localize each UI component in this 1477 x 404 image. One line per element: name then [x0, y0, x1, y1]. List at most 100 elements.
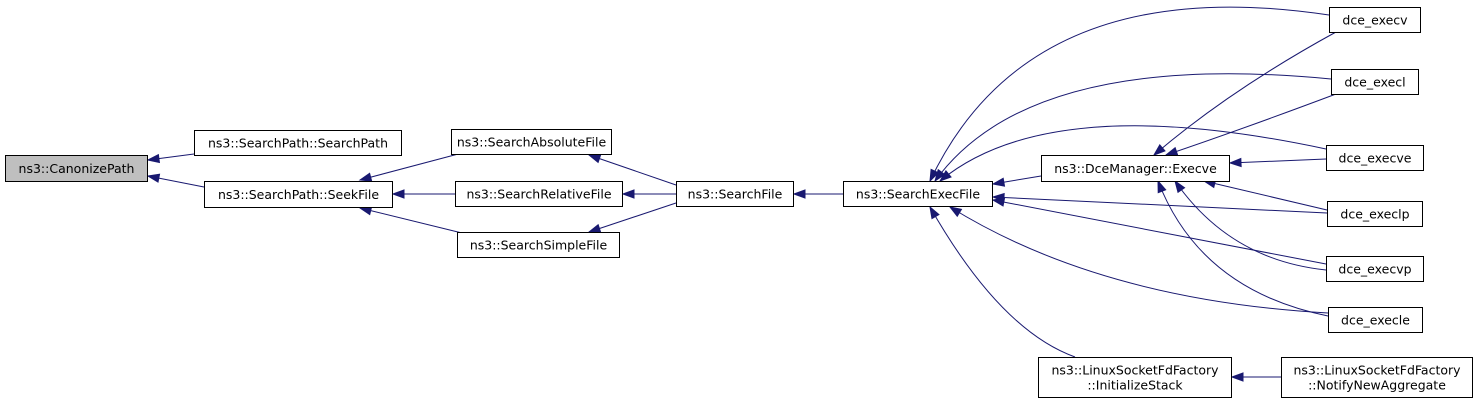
node-label: ns3::SearchPath::SearchPath [208, 136, 388, 151]
node-canonize[interactable]: ns3::CanonizePath [5, 155, 148, 182]
edge-dce_execl-to-execfile [934, 73, 1332, 183]
arrowhead-icon [146, 153, 161, 164]
node-initstack[interactable]: ns3::LinuxSocketFdFactory::InitializeSta… [1038, 357, 1232, 398]
arrowhead-icon [938, 170, 952, 182]
node-box[interactable] [1326, 145, 1424, 171]
arrowhead-icon [948, 206, 963, 218]
edges-layer [146, 6, 1337, 382]
node-label: ns3::DceManager::Execve [1054, 161, 1217, 176]
node-dce_execlp[interactable]: dce_execlp [1327, 201, 1423, 227]
edge-line [992, 199, 1327, 265]
edge-dce_execve-to-execve_mgr [1228, 157, 1327, 168]
node-label: dce_execve [1339, 151, 1412, 166]
arrowhead-icon [991, 177, 1006, 187]
edge-initstack-to-execfile [929, 205, 1076, 358]
node-box[interactable] [1281, 357, 1473, 398]
edge-execve_mgr-to-execfile [991, 175, 1042, 187]
arrowhead-icon [934, 168, 946, 183]
edge-dce_execlp-to-execve_mgr [1202, 179, 1328, 211]
edge-line [992, 196, 1328, 214]
edge-searchfile-to-relfile [621, 189, 676, 199]
node-box[interactable] [457, 232, 620, 258]
node-box[interactable] [451, 129, 612, 155]
edge-line [1229, 158, 1327, 164]
edge-line [929, 206, 1076, 358]
node-box[interactable] [204, 181, 393, 208]
node-dce_execve[interactable]: dce_execve [1326, 145, 1424, 171]
node-label: dce_execv [1342, 13, 1408, 28]
arrowhead-icon [1230, 372, 1244, 382]
arrowhead-icon [1157, 179, 1167, 194]
edge-line [1203, 180, 1328, 211]
edge-searchfile-to-absfile [587, 154, 677, 186]
node-box[interactable] [1328, 307, 1423, 333]
edge-line [1153, 31, 1337, 156]
node-dce_execl[interactable]: dce_execl [1331, 69, 1419, 95]
node-box[interactable] [1038, 357, 1232, 398]
edge-line [359, 207, 463, 234]
node-box[interactable] [194, 130, 402, 156]
arrowhead-icon [391, 189, 405, 199]
edge-relfile-to-seekfile [391, 189, 455, 199]
arrowhead-icon [1228, 157, 1242, 168]
arrowhead-icon [146, 173, 161, 183]
edge-simplefile-to-seekfile [358, 206, 463, 234]
node-dce_execv[interactable]: dce_execv [1329, 7, 1421, 33]
edge-line [588, 154, 677, 186]
node-label: dce_execle [1341, 313, 1410, 328]
edge-dce_execvp-to-execfile [991, 197, 1327, 265]
edge-dce_execv-to-execfile [929, 6, 1330, 183]
edge-dce_execle-to-execve_mgr [1157, 179, 1329, 317]
nodes-layer: ns3::CanonizePath ns3::SearchPath::Search… [5, 7, 1473, 398]
node-box[interactable] [843, 181, 993, 207]
node-box[interactable] [1329, 7, 1421, 33]
node-absfile[interactable]: ns3::SearchAbsoluteFile [451, 129, 612, 155]
edge-line [1165, 93, 1337, 156]
node-label: ns3::LinuxSocketFdFactory [1293, 363, 1461, 378]
node-label: ns3::SearchSimpleFile [470, 238, 608, 253]
node-box[interactable] [676, 181, 794, 207]
node-box[interactable] [455, 181, 623, 207]
edge-dce_execvp-to-execve_mgr [1174, 179, 1327, 271]
edge-dce_execle-to-execfile [948, 206, 1329, 314]
node-execfile[interactable]: ns3::SearchExecFile [843, 181, 993, 207]
node-label: dce_execl [1344, 75, 1405, 90]
node-box[interactable] [1331, 69, 1419, 95]
edge-searchfile-to-simplefile [587, 202, 677, 233]
node-box[interactable] [1041, 155, 1230, 182]
node-label: dce_execlp [1340, 207, 1409, 222]
node-dce_execle[interactable]: dce_execle [1328, 307, 1423, 333]
edge-dce_execv-to-execve_mgr [1152, 31, 1337, 156]
node-label: dce_execvp [1338, 262, 1411, 277]
arrowhead-icon [991, 197, 1006, 207]
arrowhead-icon [587, 154, 602, 164]
node-searchpath_ctor[interactable]: ns3::SearchPath::SearchPath [194, 130, 402, 156]
node-label: ::InitializeStack [1087, 378, 1183, 393]
arrowhead-icon [929, 205, 940, 220]
edge-line [949, 206, 1329, 314]
arrowhead-icon [1152, 143, 1166, 156]
node-box[interactable] [1327, 201, 1423, 227]
node-label: ns3::CanonizePath [19, 161, 135, 176]
node-notify[interactable]: ns3::LinuxSocketFdFactory::NotifyNewAggr… [1281, 357, 1473, 398]
node-dce_execvp[interactable]: dce_execvp [1326, 256, 1424, 282]
node-box[interactable] [1326, 256, 1424, 282]
arrowhead-icon [358, 172, 373, 182]
edge-line [1157, 180, 1329, 317]
node-execve_mgr[interactable]: ns3::DceManager::Execve [1041, 155, 1230, 182]
arrowhead-icon [587, 223, 602, 233]
node-label: ns3::SearchAbsoluteFile [457, 135, 607, 150]
arrowhead-icon [1174, 179, 1186, 194]
edge-execfile-to-searchfile [792, 189, 843, 199]
edge-searchpath_ctor-to-canonize [146, 153, 195, 164]
node-searchfile[interactable]: ns3::SearchFile [676, 181, 794, 207]
node-simplefile[interactable]: ns3::SearchSimpleFile [457, 232, 620, 258]
node-relfile[interactable]: ns3::SearchRelativeFile [455, 181, 623, 207]
node-box[interactable] [5, 155, 148, 182]
node-label: ns3::SearchRelativeFile [466, 187, 611, 202]
node-seekfile[interactable]: ns3::SearchPath::SeekFile [204, 181, 393, 208]
arrowhead-icon [792, 189, 806, 199]
edge-line [359, 152, 463, 181]
edge-line [934, 73, 1332, 182]
